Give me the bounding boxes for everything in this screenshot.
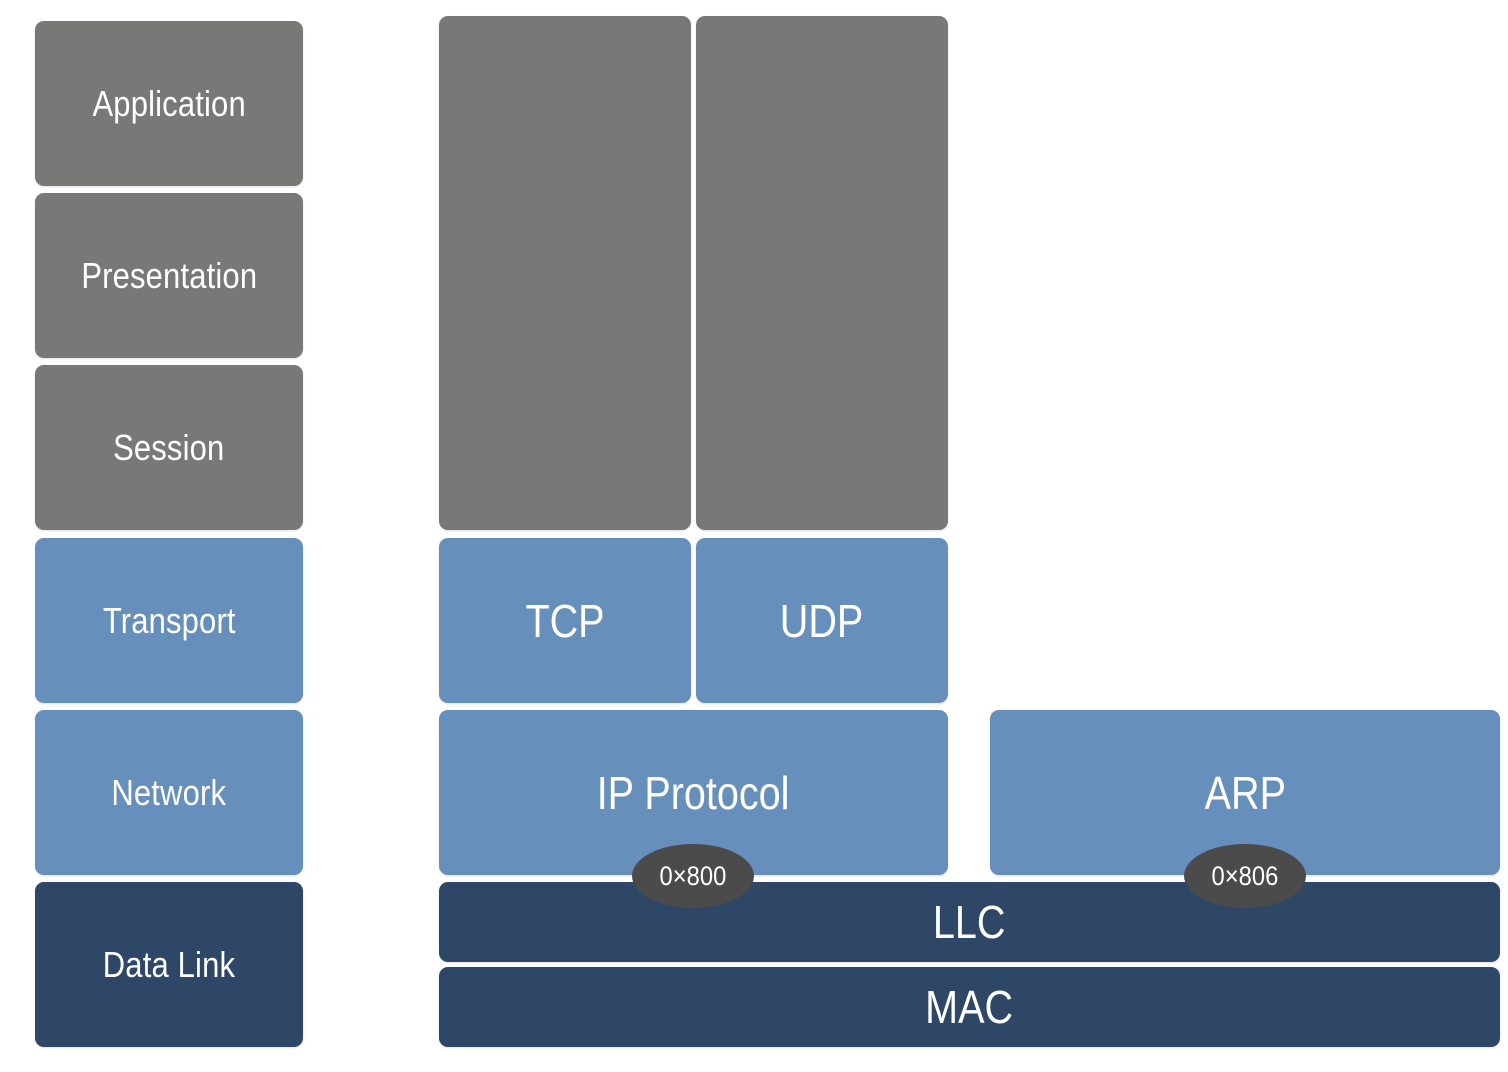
arp-ethertype-badge: 0×806 bbox=[1184, 844, 1306, 908]
osi-layer-presentation: Presentation bbox=[35, 193, 303, 358]
ip-protocol-label: IP Protocol bbox=[597, 766, 790, 819]
arp-ethertype-label: 0×806 bbox=[1211, 860, 1279, 891]
tcp-upper-layers-block bbox=[439, 16, 691, 530]
osi-layer-label: Network bbox=[111, 771, 227, 813]
osi-layer-network: Network bbox=[35, 710, 303, 875]
mac-block: MAC bbox=[439, 967, 1500, 1047]
osi-layer-label: Transport bbox=[102, 599, 236, 641]
ip-ethertype-label: 0×800 bbox=[659, 860, 727, 891]
osi-layer-label: Data Link bbox=[102, 943, 236, 985]
udp-label: UDP bbox=[780, 594, 864, 647]
osi-layer-session: Session bbox=[35, 365, 303, 530]
osi-layer-label: Session bbox=[113, 426, 225, 468]
osi-layer-application: Application bbox=[35, 21, 303, 186]
osi-layer-label: Application bbox=[92, 82, 246, 124]
llc-block: LLC bbox=[439, 882, 1500, 962]
osi-layer-label: Presentation bbox=[81, 254, 257, 296]
osi-layer-transport: Transport bbox=[35, 538, 303, 703]
llc-label: LLC bbox=[933, 896, 1006, 948]
tcp-block: TCP bbox=[439, 538, 691, 703]
ip-ethertype-badge: 0×800 bbox=[632, 844, 754, 908]
arp-label: ARP bbox=[1204, 766, 1286, 819]
tcp-label: TCP bbox=[525, 594, 605, 647]
mac-label: MAC bbox=[925, 981, 1014, 1033]
udp-upper-layers-block bbox=[696, 16, 948, 530]
osi-layer-data-link: Data Link bbox=[35, 882, 303, 1047]
udp-block: UDP bbox=[696, 538, 948, 703]
